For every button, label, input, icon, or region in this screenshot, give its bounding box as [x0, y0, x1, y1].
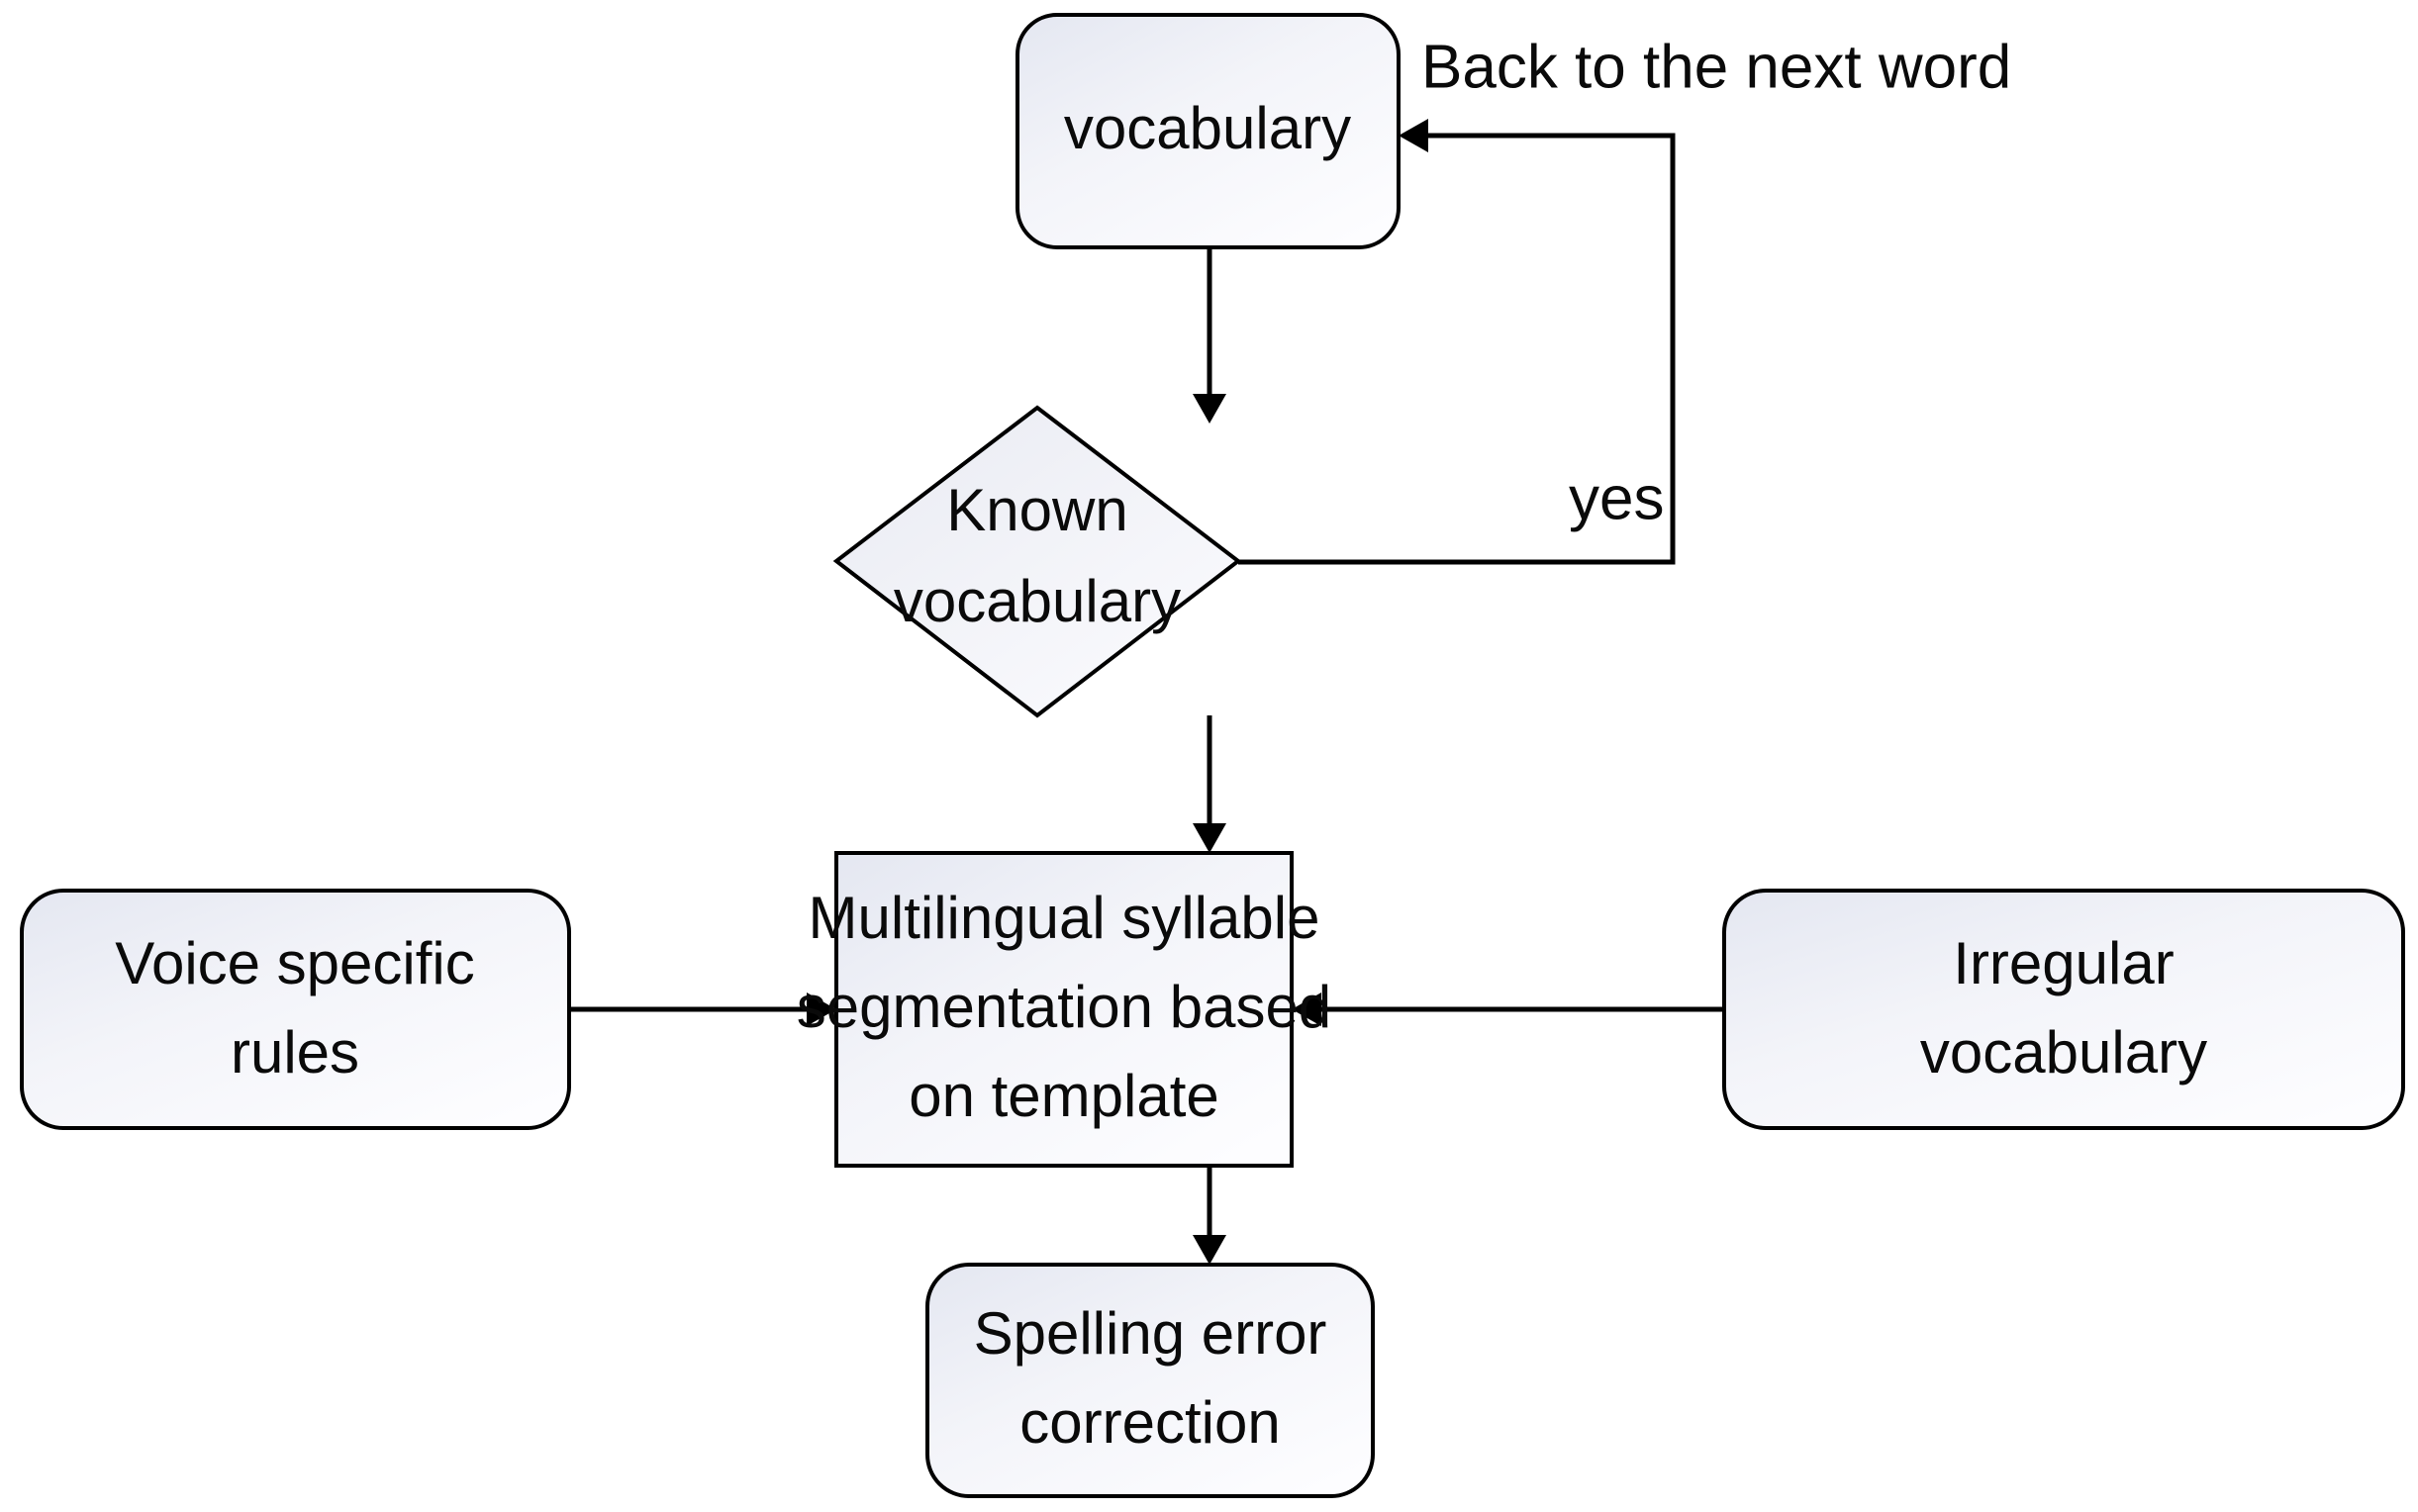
edge-voice-rules-to-segmentation — [569, 992, 836, 1026]
edge-segmentation-to-spelling — [1193, 1166, 1226, 1265]
node-known-vocabulary-label-line1: Known — [946, 477, 1127, 543]
edge-decision-yes-loop — [1238, 119, 1676, 565]
node-vocabulary[interactable]: vocabulary — [1016, 13, 1401, 249]
edge-label-back-to-next-word: Back to the next word — [1421, 33, 2011, 101]
edge-label-yes: yes — [1569, 464, 1664, 532]
edge-irregular-to-segmentation — [1292, 992, 1724, 1026]
node-voice-specific-rules-label-line2: rules — [231, 1019, 359, 1086]
node-voice-specific-rules[interactable]: Voice specific rules — [20, 889, 571, 1130]
node-voice-specific-rules-label-line1: Voice specific — [115, 930, 475, 996]
node-segmentation-label-line2: segmentation based — [797, 974, 1331, 1040]
node-irregular-vocabulary-label-line2: vocabulary — [1920, 1019, 2207, 1086]
node-segmentation[interactable]: Multilingual syllable segmentation based… — [797, 851, 1331, 1168]
edge-decision-to-segmentation — [1193, 715, 1226, 853]
node-known-vocabulary[interactable]: Known vocabulary — [832, 405, 1242, 718]
node-spelling-error-correction-label-line2: correction — [1019, 1389, 1280, 1456]
node-segmentation-label-line3: on template — [909, 1063, 1219, 1129]
node-known-vocabulary-label-line2: vocabulary — [894, 568, 1181, 634]
node-spelling-error-correction[interactable]: Spelling error correction — [925, 1263, 1375, 1498]
node-segmentation-label-line1: Multilingual syllable — [809, 885, 1320, 951]
node-irregular-vocabulary-label-line1: Irregular — [1953, 930, 2174, 996]
edge-vocabulary-to-decision — [1193, 247, 1226, 424]
node-spelling-error-correction-label-line1: Spelling error — [974, 1300, 1327, 1367]
node-irregular-vocabulary[interactable]: Irregular vocabulary — [1722, 889, 2405, 1130]
node-vocabulary-label: vocabulary — [1064, 95, 1351, 161]
